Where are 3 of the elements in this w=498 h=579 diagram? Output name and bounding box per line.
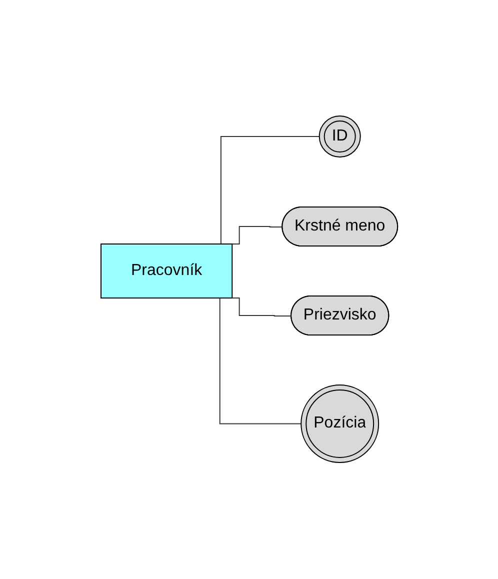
node-circle: Pozícia	[300, 384, 379, 464]
node-circle: ID	[318, 116, 361, 158]
node-box: Pracovník	[100, 244, 232, 299]
